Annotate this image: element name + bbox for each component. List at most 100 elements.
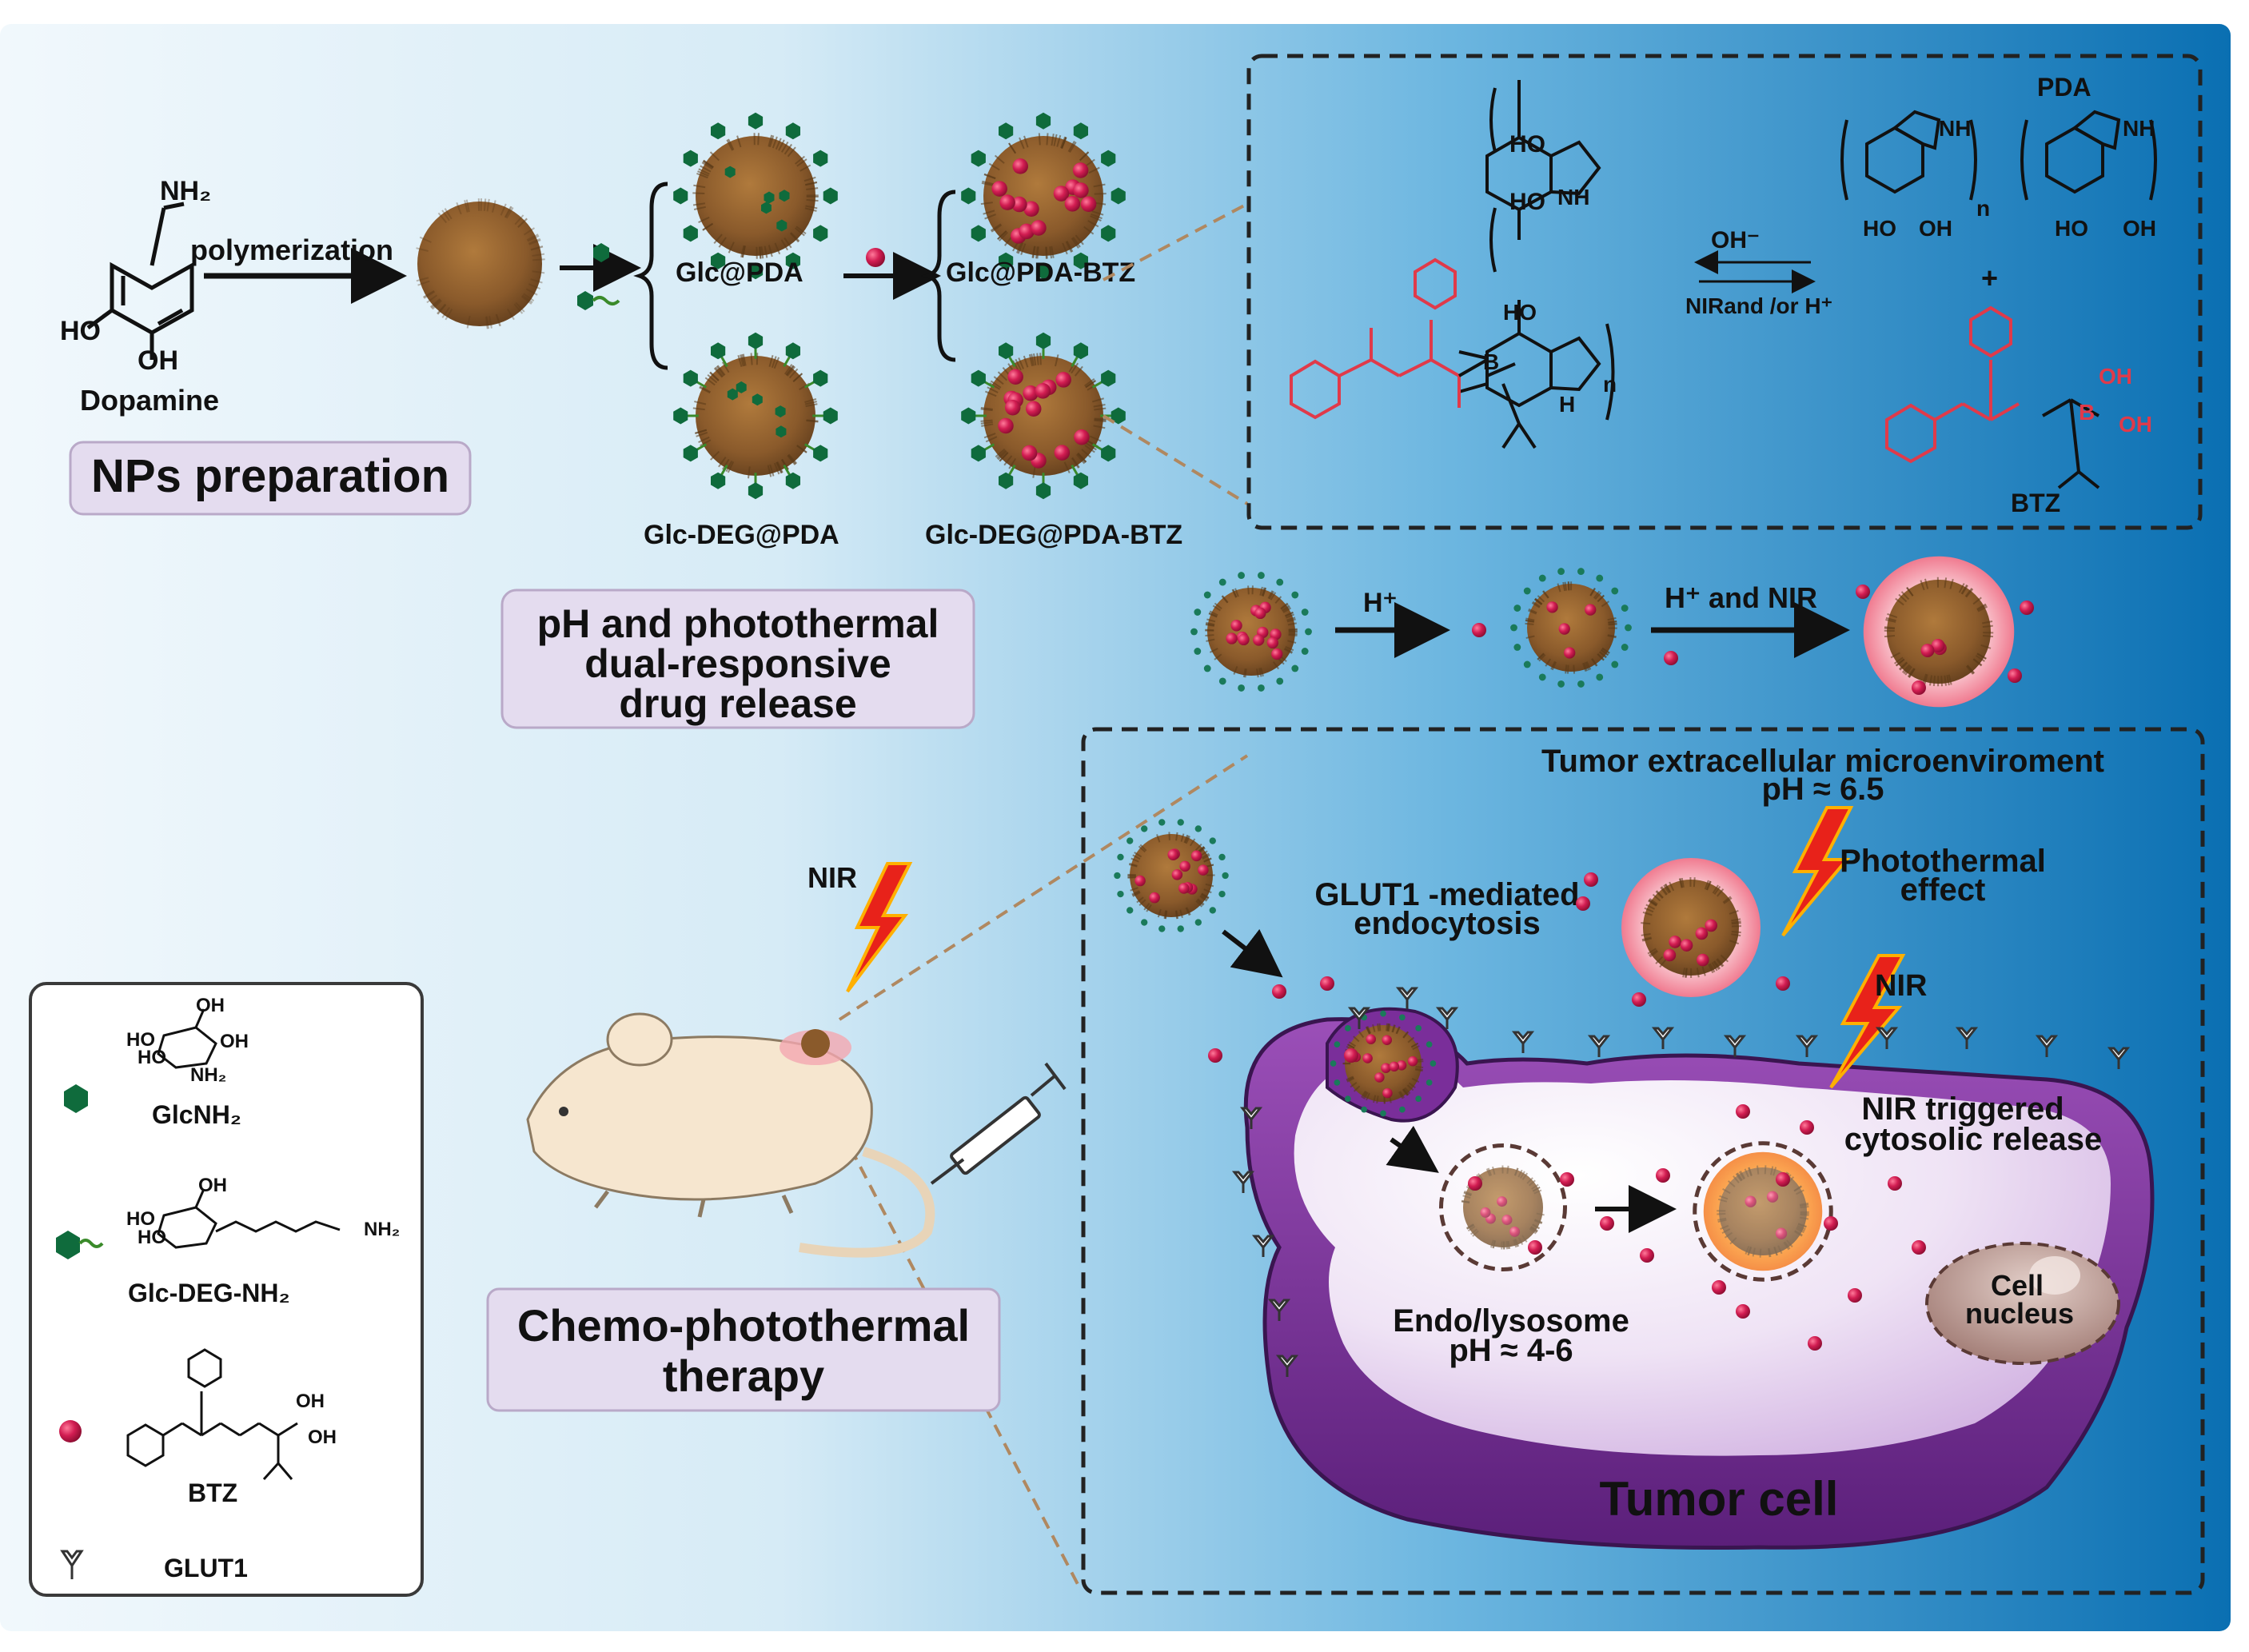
surface-ligand bbox=[1611, 661, 1618, 668]
btz-drug bbox=[1073, 182, 1089, 198]
surface-ligand bbox=[1305, 628, 1312, 636]
btz-drug bbox=[1055, 372, 1071, 388]
btz-drug bbox=[1191, 851, 1202, 862]
surface-ligand bbox=[1415, 1025, 1422, 1032]
free-btz-dot bbox=[2020, 601, 2034, 615]
free-btz-dot bbox=[1632, 992, 1646, 1007]
surface-ligand bbox=[1539, 575, 1546, 582]
surface-ligand bbox=[1596, 674, 1603, 681]
tumor-cell-label: Tumor cell bbox=[1600, 1472, 1839, 1526]
endosome-membrane bbox=[1442, 1146, 1565, 1270]
surface-ligand bbox=[1380, 1011, 1386, 1017]
h-plus-label: H⁺ bbox=[1363, 588, 1398, 618]
therapy-line1: Chemo-photothermal bbox=[517, 1300, 970, 1351]
surface-ligand bbox=[1334, 1041, 1341, 1047]
btz-oh-2: OH bbox=[2119, 412, 2152, 437]
plus-sign: + bbox=[1981, 261, 1998, 294]
chem-b-atom: B bbox=[1483, 349, 1499, 374]
mouse-nir-label: NIR bbox=[807, 861, 857, 894]
pda-label: PDA bbox=[2037, 73, 2091, 102]
free-btz-dot bbox=[1912, 1240, 1926, 1255]
btz-drug bbox=[1073, 162, 1089, 178]
surface-ligand bbox=[1158, 819, 1165, 825]
btz-drug bbox=[1267, 637, 1278, 648]
free-btz-dot bbox=[1664, 651, 1678, 665]
pda-n-1: n bbox=[1976, 196, 1990, 221]
surface-ligand bbox=[1117, 854, 1123, 860]
surface-ligand bbox=[1611, 588, 1618, 595]
surface-ligand bbox=[1291, 592, 1298, 599]
surface-ligand bbox=[1415, 1095, 1422, 1102]
btz-reagent-icon bbox=[866, 248, 885, 267]
nir-triggered-line2: cytosolic release bbox=[1844, 1122, 2102, 1157]
btz-drug bbox=[1134, 876, 1146, 887]
surface-ligand bbox=[1334, 1079, 1341, 1086]
free-btz-dot bbox=[1888, 1176, 1902, 1191]
surface-ligand bbox=[1361, 1107, 1367, 1113]
surface-ligand bbox=[1625, 624, 1632, 632]
therapy-line2: therapy bbox=[663, 1351, 824, 1401]
chem-nh-1: NH bbox=[1557, 185, 1589, 209]
surface-ligand bbox=[1141, 919, 1147, 925]
surface-ligand bbox=[1141, 825, 1147, 832]
chem-n-1: n bbox=[1603, 372, 1617, 397]
free-btz-dot bbox=[1736, 1104, 1750, 1119]
legend-deg-nh2: NH₂ bbox=[364, 1219, 400, 1240]
btz-drug bbox=[1005, 400, 1021, 415]
surface-ligand bbox=[1117, 891, 1123, 897]
surface-ligand bbox=[1195, 919, 1202, 925]
btz-drug bbox=[1178, 883, 1190, 894]
surface-ligand bbox=[1513, 605, 1521, 612]
photothermal-nanoparticle bbox=[1621, 858, 1761, 997]
surface-ligand bbox=[1276, 678, 1283, 685]
glc-deg-pda-btz-label: Glc-DEG@PDA-BTZ bbox=[925, 520, 1182, 550]
nucleus-line2: nucleus bbox=[1965, 1297, 2074, 1330]
btz-drug bbox=[1254, 608, 1266, 619]
btz-drug bbox=[1669, 936, 1681, 948]
btz-drug bbox=[1382, 1035, 1391, 1044]
free-btz-dot bbox=[1776, 976, 1790, 991]
heated-endosome-nanoparticle bbox=[1695, 1143, 1832, 1280]
btz-drug bbox=[991, 181, 1007, 197]
surface-ligand bbox=[1557, 568, 1565, 575]
surface-ligand bbox=[1345, 1025, 1351, 1032]
legend-glc-oh-2: OH bbox=[220, 1031, 249, 1052]
surface-ligand bbox=[1190, 628, 1198, 636]
free-btz-dot bbox=[1656, 1168, 1670, 1183]
surface-ligand bbox=[1258, 572, 1265, 579]
release-np-heated bbox=[1864, 557, 2015, 708]
btz-drug bbox=[1198, 864, 1209, 876]
surface-ligand bbox=[1218, 854, 1225, 860]
chem-ho-1: HO bbox=[1509, 131, 1545, 158]
pda-ho-1: HO bbox=[1863, 216, 1896, 241]
glc-pda-label: Glc@PDA bbox=[676, 257, 803, 288]
pda-oh-1: OH bbox=[1919, 216, 1952, 241]
surface-ligand bbox=[1219, 678, 1226, 685]
legend-glut1-label: GLUT1 bbox=[164, 1554, 248, 1582]
btz-drug bbox=[1681, 939, 1693, 952]
surface-ligand bbox=[1276, 579, 1283, 586]
pocket-nanoparticle bbox=[1330, 1011, 1436, 1116]
btz-drug bbox=[1921, 644, 1935, 657]
glc-deg-pda-label: Glc-DEG@PDA bbox=[644, 520, 839, 550]
surface-ligand bbox=[1204, 592, 1211, 599]
surface-ligand bbox=[1178, 925, 1184, 932]
surface-ligand bbox=[1114, 872, 1120, 879]
surface-ligand bbox=[1426, 1079, 1433, 1086]
h-nir-label: H⁺ and NIR bbox=[1665, 581, 1817, 614]
btz-drug bbox=[1696, 928, 1709, 940]
free-btz-dot bbox=[1800, 1120, 1814, 1135]
glut1-line2: endocytosis bbox=[1354, 906, 1540, 941]
surface-ligand bbox=[1539, 674, 1546, 681]
free-btz-dot bbox=[1640, 1248, 1654, 1263]
legend-btz-label: BTZ bbox=[188, 1478, 237, 1507]
surface-ligand bbox=[1178, 819, 1184, 825]
glc-pda-btz-label: Glc@PDA-BTZ bbox=[946, 257, 1135, 288]
free-btz-dot bbox=[1208, 1048, 1222, 1063]
surface-ligand bbox=[1557, 680, 1565, 688]
endo-line2: pH ≈ 4-6 bbox=[1449, 1333, 1573, 1368]
dopamine-label: Dopamine bbox=[80, 384, 219, 417]
polymerization-label: polymerization bbox=[190, 233, 393, 266]
surface-ligand bbox=[1621, 605, 1629, 612]
